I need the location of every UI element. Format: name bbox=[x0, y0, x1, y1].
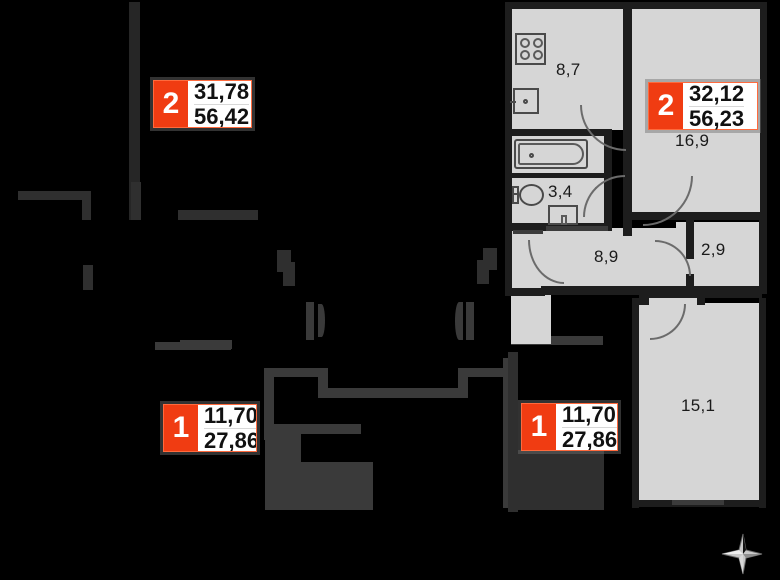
wall-bath-right-lower bbox=[604, 173, 612, 227]
window-bedroom bbox=[672, 500, 724, 505]
outer-wall-top bbox=[505, 2, 767, 9]
dim-wall-v9 bbox=[508, 352, 518, 512]
badge-bottom-center-rooms: 1 bbox=[522, 404, 556, 450]
badge-top-left-price: 56,42 bbox=[194, 103, 250, 128]
wall-kitchen-living-stub bbox=[623, 226, 632, 236]
bedroom-wall-left bbox=[632, 298, 639, 508]
outer-wall-left bbox=[505, 2, 512, 294]
dim-wall-h5 bbox=[264, 368, 328, 377]
badge-top-right[interactable]: 2 32,12 56,23 bbox=[648, 80, 758, 131]
wall-bedroom-entry-left bbox=[639, 289, 649, 305]
washer-icon bbox=[548, 205, 578, 225]
wall-kitchen-living-lower bbox=[623, 140, 632, 232]
badge-top-right-price: 56,23 bbox=[689, 105, 745, 131]
outer-wall-right-upper bbox=[760, 2, 767, 220]
dim-door-l2 bbox=[318, 304, 325, 337]
room-label-kitchen: 8,7 bbox=[556, 60, 581, 79]
dim-door-l1 bbox=[306, 302, 314, 340]
dim-wall-h4 bbox=[511, 336, 603, 345]
dim-wall-h1 bbox=[18, 191, 90, 200]
wall-bath-right-upper bbox=[604, 129, 612, 179]
dim-wall-v2 bbox=[83, 265, 93, 290]
dim-wall-v3 bbox=[131, 182, 141, 220]
badge-top-left-area: 31,78 bbox=[194, 80, 250, 105]
toilet-icon bbox=[512, 183, 548, 208]
badge-bottom-center[interactable]: 1 11,70 27,86 bbox=[521, 403, 618, 451]
dim-wall-h7 bbox=[458, 368, 510, 377]
room-label-hall: 8,9 bbox=[594, 247, 619, 266]
badge-top-left[interactable]: 2 31,78 56,42 bbox=[153, 80, 252, 128]
dim-block-c bbox=[508, 450, 604, 510]
room-label-bedroom: 15,1 bbox=[681, 396, 716, 415]
dim-wall-h6 bbox=[318, 388, 468, 398]
dim-wall-vertical-left bbox=[129, 8, 140, 220]
wall-hall-bottom-left bbox=[541, 286, 639, 295]
dim-door-r2 bbox=[455, 302, 463, 340]
compass-rose-icon bbox=[718, 532, 764, 576]
stove-icon bbox=[515, 33, 546, 65]
sink-icon bbox=[510, 88, 539, 114]
wall-bath-top bbox=[511, 129, 611, 136]
badge-top-right-area: 32,12 bbox=[689, 80, 745, 107]
badge-top-right-rooms: 2 bbox=[649, 83, 683, 129]
badge-bottom-left[interactable]: 1 11,70 27,86 bbox=[163, 404, 257, 452]
dim-wall-v6 bbox=[458, 368, 468, 398]
dim-wall-block2 bbox=[283, 262, 295, 286]
dim-wall-h8 bbox=[265, 424, 361, 434]
dim-wall-h9 bbox=[180, 340, 232, 349]
badge-bottom-left-area: 11,70 bbox=[204, 405, 256, 429]
badge-bottom-left-price: 27,86 bbox=[204, 427, 257, 452]
wall-storage-left-lower bbox=[686, 274, 694, 290]
dim-wall-block4 bbox=[477, 260, 489, 284]
dim-wall-cap bbox=[129, 2, 140, 12]
wall-storage-top bbox=[632, 212, 762, 220]
wall-kitchen-living-upper bbox=[623, 2, 632, 144]
wall-bedroom-entry-right bbox=[697, 289, 705, 305]
dim-door-r1 bbox=[466, 302, 474, 340]
room-label-storage: 2,9 bbox=[701, 240, 726, 259]
badge-bottom-center-price: 27,86 bbox=[562, 426, 618, 451]
dim-wall-v1 bbox=[82, 191, 91, 220]
room-label-living-room: 16,9 bbox=[675, 131, 710, 150]
badge-bottom-center-area: 11,70 bbox=[562, 403, 617, 428]
dim-block-a bbox=[265, 434, 301, 510]
wall-storage-left-upper bbox=[686, 217, 694, 259]
bathtub-icon bbox=[514, 139, 588, 169]
window-hall-left bbox=[513, 230, 543, 234]
dim-block-b bbox=[301, 462, 373, 510]
badge-top-left-rooms: 2 bbox=[154, 81, 188, 127]
outer-wall-right-mid bbox=[759, 216, 767, 294]
dim-wall-h2 bbox=[178, 210, 258, 220]
wall-bath-mid bbox=[511, 173, 605, 178]
dim-wall-v4 bbox=[264, 368, 274, 440]
badge-bottom-left-rooms: 1 bbox=[164, 405, 198, 451]
wall-hall-lower-top bbox=[505, 288, 545, 296]
room-label-bathroom: 3,4 bbox=[548, 182, 573, 201]
window-hall bbox=[546, 226, 608, 231]
dim-wall-v5 bbox=[318, 376, 328, 398]
outer-wall-right-lower bbox=[759, 298, 766, 508]
